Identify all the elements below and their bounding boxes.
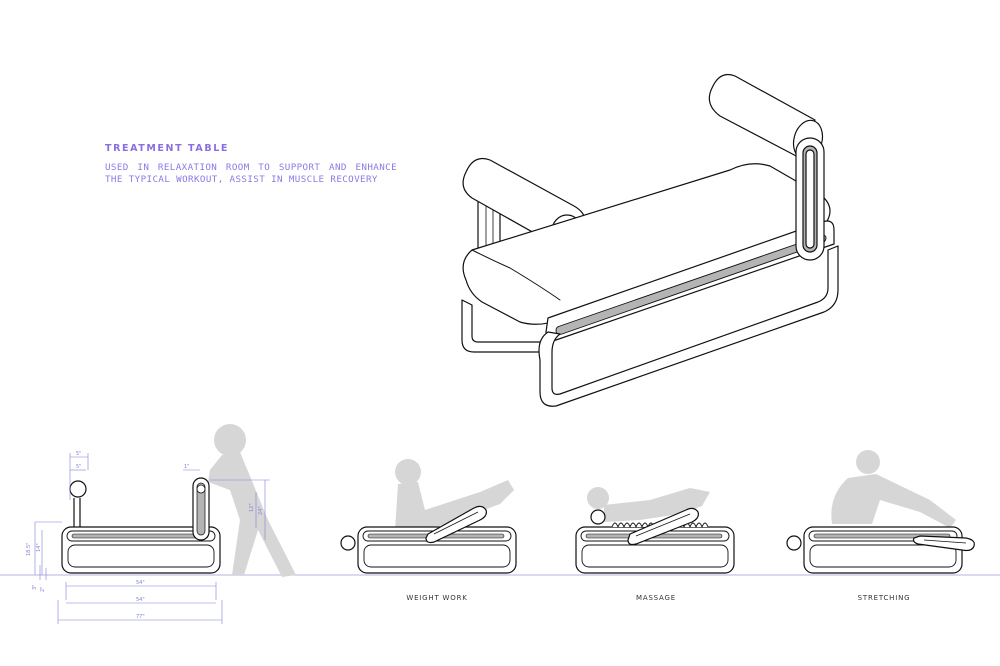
label-weight-work: WEIGHT WORK xyxy=(406,594,468,602)
dim-small-b: 2" xyxy=(40,587,46,592)
weight-work-figure xyxy=(395,459,514,530)
massage-view xyxy=(575,487,735,574)
dim-height-b: 14" xyxy=(36,543,42,552)
isometric-view xyxy=(461,73,839,407)
dim-height-a: 18.5" xyxy=(26,543,32,556)
dim-top-a: 5" xyxy=(76,451,81,457)
stretching-view xyxy=(786,450,975,574)
dim-handle-a: 12" xyxy=(249,503,255,512)
label-massage: MASSAGE xyxy=(636,594,676,602)
weight-work-view xyxy=(340,459,517,574)
stretching-figure xyxy=(831,450,956,528)
dim-width-a: 54" xyxy=(136,580,145,586)
right-post xyxy=(795,137,825,261)
pushing-figure xyxy=(208,424,296,577)
page-title: TREATMENT TABLE xyxy=(105,143,229,154)
dim-top-c: 1" xyxy=(184,464,189,470)
label-stretching: STRETCHING xyxy=(857,594,911,602)
dim-width-c: 77" xyxy=(136,614,145,620)
left-roller xyxy=(69,480,87,498)
dim-top-b: 5" xyxy=(76,464,81,470)
dim-width-b: 54" xyxy=(136,597,145,603)
dim-small-a: 3" xyxy=(32,585,38,590)
dim-handle-b: 24" xyxy=(258,506,264,515)
dimensioned-view: 5" 5" 1" 18.5" 14" 3" 2" 12" 24" 54" 54"… xyxy=(26,424,296,624)
front-frame xyxy=(538,245,839,407)
description: USED IN RELAXATION ROOM TO SUPPORT AND E… xyxy=(105,162,397,185)
title-block: TREATMENT TABLE USED IN RELAXATION ROOM … xyxy=(105,143,397,186)
massage-figure xyxy=(587,487,710,522)
